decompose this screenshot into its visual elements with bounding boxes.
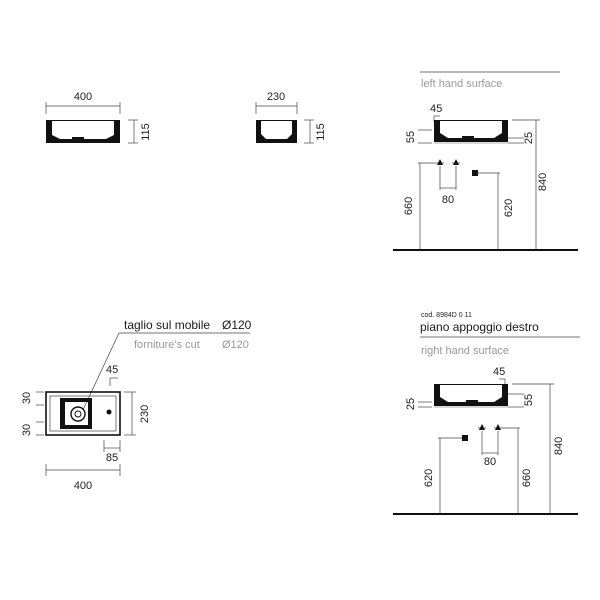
right-dim-25: 25 — [405, 398, 417, 410]
front-view: 400 115 — [45, 91, 152, 144]
plan-basin-outline — [45, 391, 121, 436]
cut-label-it: taglio sul mobile — [124, 318, 210, 332]
cut-value-en: Ø120 — [222, 339, 249, 351]
plan-dim-30-top: 30 — [21, 392, 33, 404]
right-drain-outlet-icon — [462, 435, 468, 441]
plan-dim-400: 400 — [74, 480, 92, 492]
front-height-label: 115 — [140, 123, 152, 141]
left-dim-45: 45 — [430, 103, 442, 115]
side-basin-shape — [256, 120, 297, 143]
mixer-tap-icon — [436, 159, 460, 165]
left-dim-55: 55 — [405, 131, 417, 143]
plan-tap-icon — [106, 409, 112, 415]
right-dim-660: 660 — [521, 469, 533, 487]
right-basin-shape — [434, 384, 508, 406]
left-hand-subtitle: left hand surface — [421, 78, 502, 90]
left-dim-660: 660 — [403, 197, 415, 215]
right-hand-title: piano appoggio destro — [420, 320, 539, 334]
right-dim-80: 80 — [484, 456, 496, 468]
right-hand-installation: cod. 8984D 0 11 piano appoggio destro ri… — [393, 312, 580, 515]
left-dim-80: 80 — [442, 194, 454, 206]
right-mixer-tap-icon — [478, 424, 502, 430]
right-hand-code: cod. 8984D 0 11 — [421, 312, 472, 319]
drain-outlet-icon — [472, 170, 478, 176]
side-width-label: 230 — [267, 91, 285, 103]
cut-value-it: Ø120 — [222, 318, 252, 332]
sink-drain-icon — [70, 406, 86, 422]
cut-label-en: forniture’s cut — [134, 339, 200, 351]
right-dim-55: 55 — [523, 394, 535, 406]
left-basin-shape — [434, 120, 508, 142]
plan-dim-30-bottom: 30 — [21, 424, 33, 436]
plan-dim-45: 45 — [106, 364, 118, 376]
left-dim-25: 25 — [523, 132, 535, 144]
plan-view: taglio sul mobile Ø120 forniture’s cut Ø… — [21, 318, 252, 492]
left-dim-840: 840 — [537, 173, 549, 191]
front-width-label: 400 — [74, 91, 92, 103]
front-basin-shape — [46, 120, 120, 143]
left-hand-installation: left hand surface 45 55 25 840 — [393, 71, 578, 251]
right-dim-45: 45 — [493, 366, 505, 378]
side-view: 230 115 — [255, 91, 327, 144]
plan-dim-85: 85 — [106, 452, 118, 464]
right-hand-subtitle: right hand surface — [421, 345, 509, 357]
right-dim-840: 840 — [553, 437, 565, 455]
left-dim-620: 620 — [503, 199, 515, 217]
plan-dim-230: 230 — [139, 405, 151, 423]
side-height-label: 115 — [315, 123, 327, 141]
right-dim-620: 620 — [423, 469, 435, 487]
